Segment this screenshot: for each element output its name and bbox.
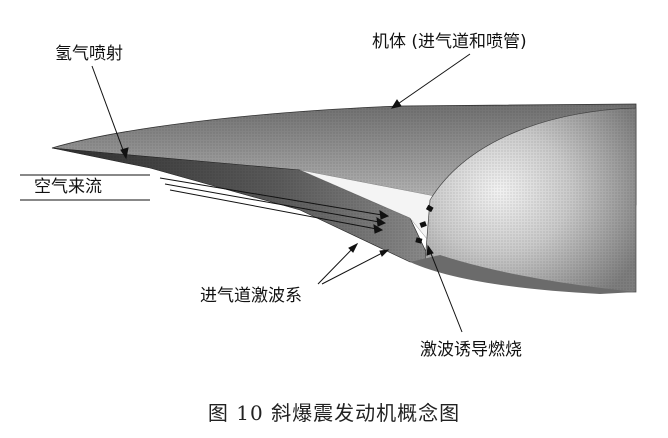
label-body: 机体 (进气道和喷管): [372, 32, 527, 52]
leader-inlet-shock: [317, 242, 390, 285]
label-inlet-shock: 进气道激波系: [200, 286, 302, 306]
flow-arrows: [159, 177, 390, 234]
leader-body: [390, 53, 471, 109]
label-air-inflow: 空气来流: [34, 177, 102, 197]
leader-shock-combustion: [426, 244, 463, 333]
figure-caption: 图 10 斜爆震发动机概念图: [207, 401, 461, 425]
label-shock-combustion: 激波诱导燃烧: [420, 340, 522, 360]
leader-hydrogen-jet: [91, 65, 129, 160]
combustion-markers: [415, 204, 434, 244]
label-hydrogen-jet: 氢气喷射: [55, 44, 123, 64]
nozzle-lower-lip: [410, 255, 636, 294]
